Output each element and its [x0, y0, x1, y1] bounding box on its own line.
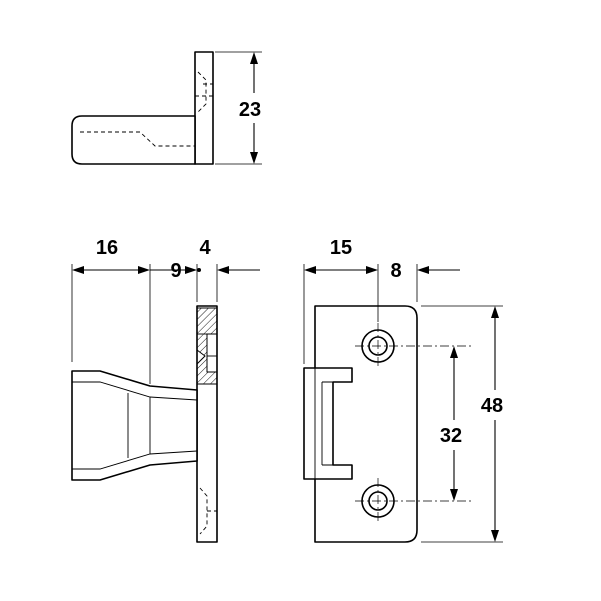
dim-width-front-label: 15: [330, 237, 352, 259]
dim-depth-left-label: 16: [96, 237, 118, 259]
dim-hole-spacing-label: 32: [440, 425, 462, 447]
side-view-hidden-hole: [199, 487, 217, 535]
top-view-arm: [71, 115, 196, 165]
front-view-plate: [314, 305, 418, 543]
side-view-section-hatch: [196, 307, 218, 385]
dim-plate-offset-label: 9: [170, 260, 181, 282]
top-view: 23: [71, 51, 268, 165]
dim-plate-thickness-label: 4: [199, 237, 211, 259]
dim-edge-to-hole-label: 8: [390, 260, 401, 282]
front-view: 15 8 32 48: [303, 237, 518, 543]
side-view-body: [71, 370, 198, 481]
side-view: 16 9 4: [71, 237, 260, 543]
dim-total-height-label: 48: [481, 395, 503, 417]
top-view-hidden-edges: [80, 71, 213, 147]
dim-height-top-label: 23: [239, 99, 261, 121]
top-view-plate: [194, 51, 214, 165]
